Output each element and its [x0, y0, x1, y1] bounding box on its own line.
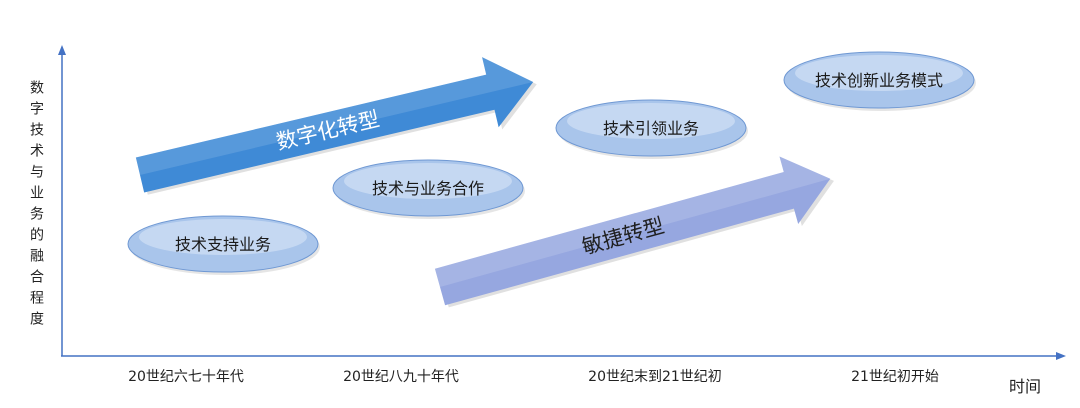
x-tick-label: 20世纪六七十年代 [128, 369, 244, 385]
arrow-highlight [434, 156, 831, 287]
y-axis-arrowhead [58, 45, 66, 55]
stage-label: 技术引领业务 [603, 119, 699, 138]
x-axis-arrowhead [1056, 352, 1066, 360]
stage-highlight [795, 55, 963, 91]
x-axis-label: 时间 [1009, 377, 1041, 396]
arrow-body [135, 57, 534, 193]
stage-highlight [139, 219, 307, 255]
stage-tech-supports-business: 技术支持业务 [127, 215, 320, 275]
stage-label: 技术创新业务模式 [815, 71, 943, 90]
arrow-body [434, 156, 831, 306]
stage-tech-innovates-business-model: 技术创新业务模式 [783, 51, 976, 111]
stage-label: 技术支持业务 [175, 235, 271, 254]
arrow-highlight [135, 57, 534, 175]
y-axis-label: 数字技术与业务的融合程度 [28, 80, 44, 332]
digital-transformation-arrow: 数字化转型 [135, 57, 537, 195]
stage-tech-business-cooperation: 技术与业务合作 [332, 159, 525, 219]
x-tick-label: 21世纪初开始 [851, 368, 939, 385]
stage-highlight [344, 163, 512, 199]
x-tick-label: 20世纪八九十年代 [343, 369, 459, 385]
x-tick-label: 20世纪末到21世纪初 [588, 368, 722, 385]
stage-highlight [567, 103, 735, 139]
stage-tech-leads-business: 技术引领业务 [555, 99, 748, 159]
stage-label: 技术与业务合作 [372, 179, 484, 198]
